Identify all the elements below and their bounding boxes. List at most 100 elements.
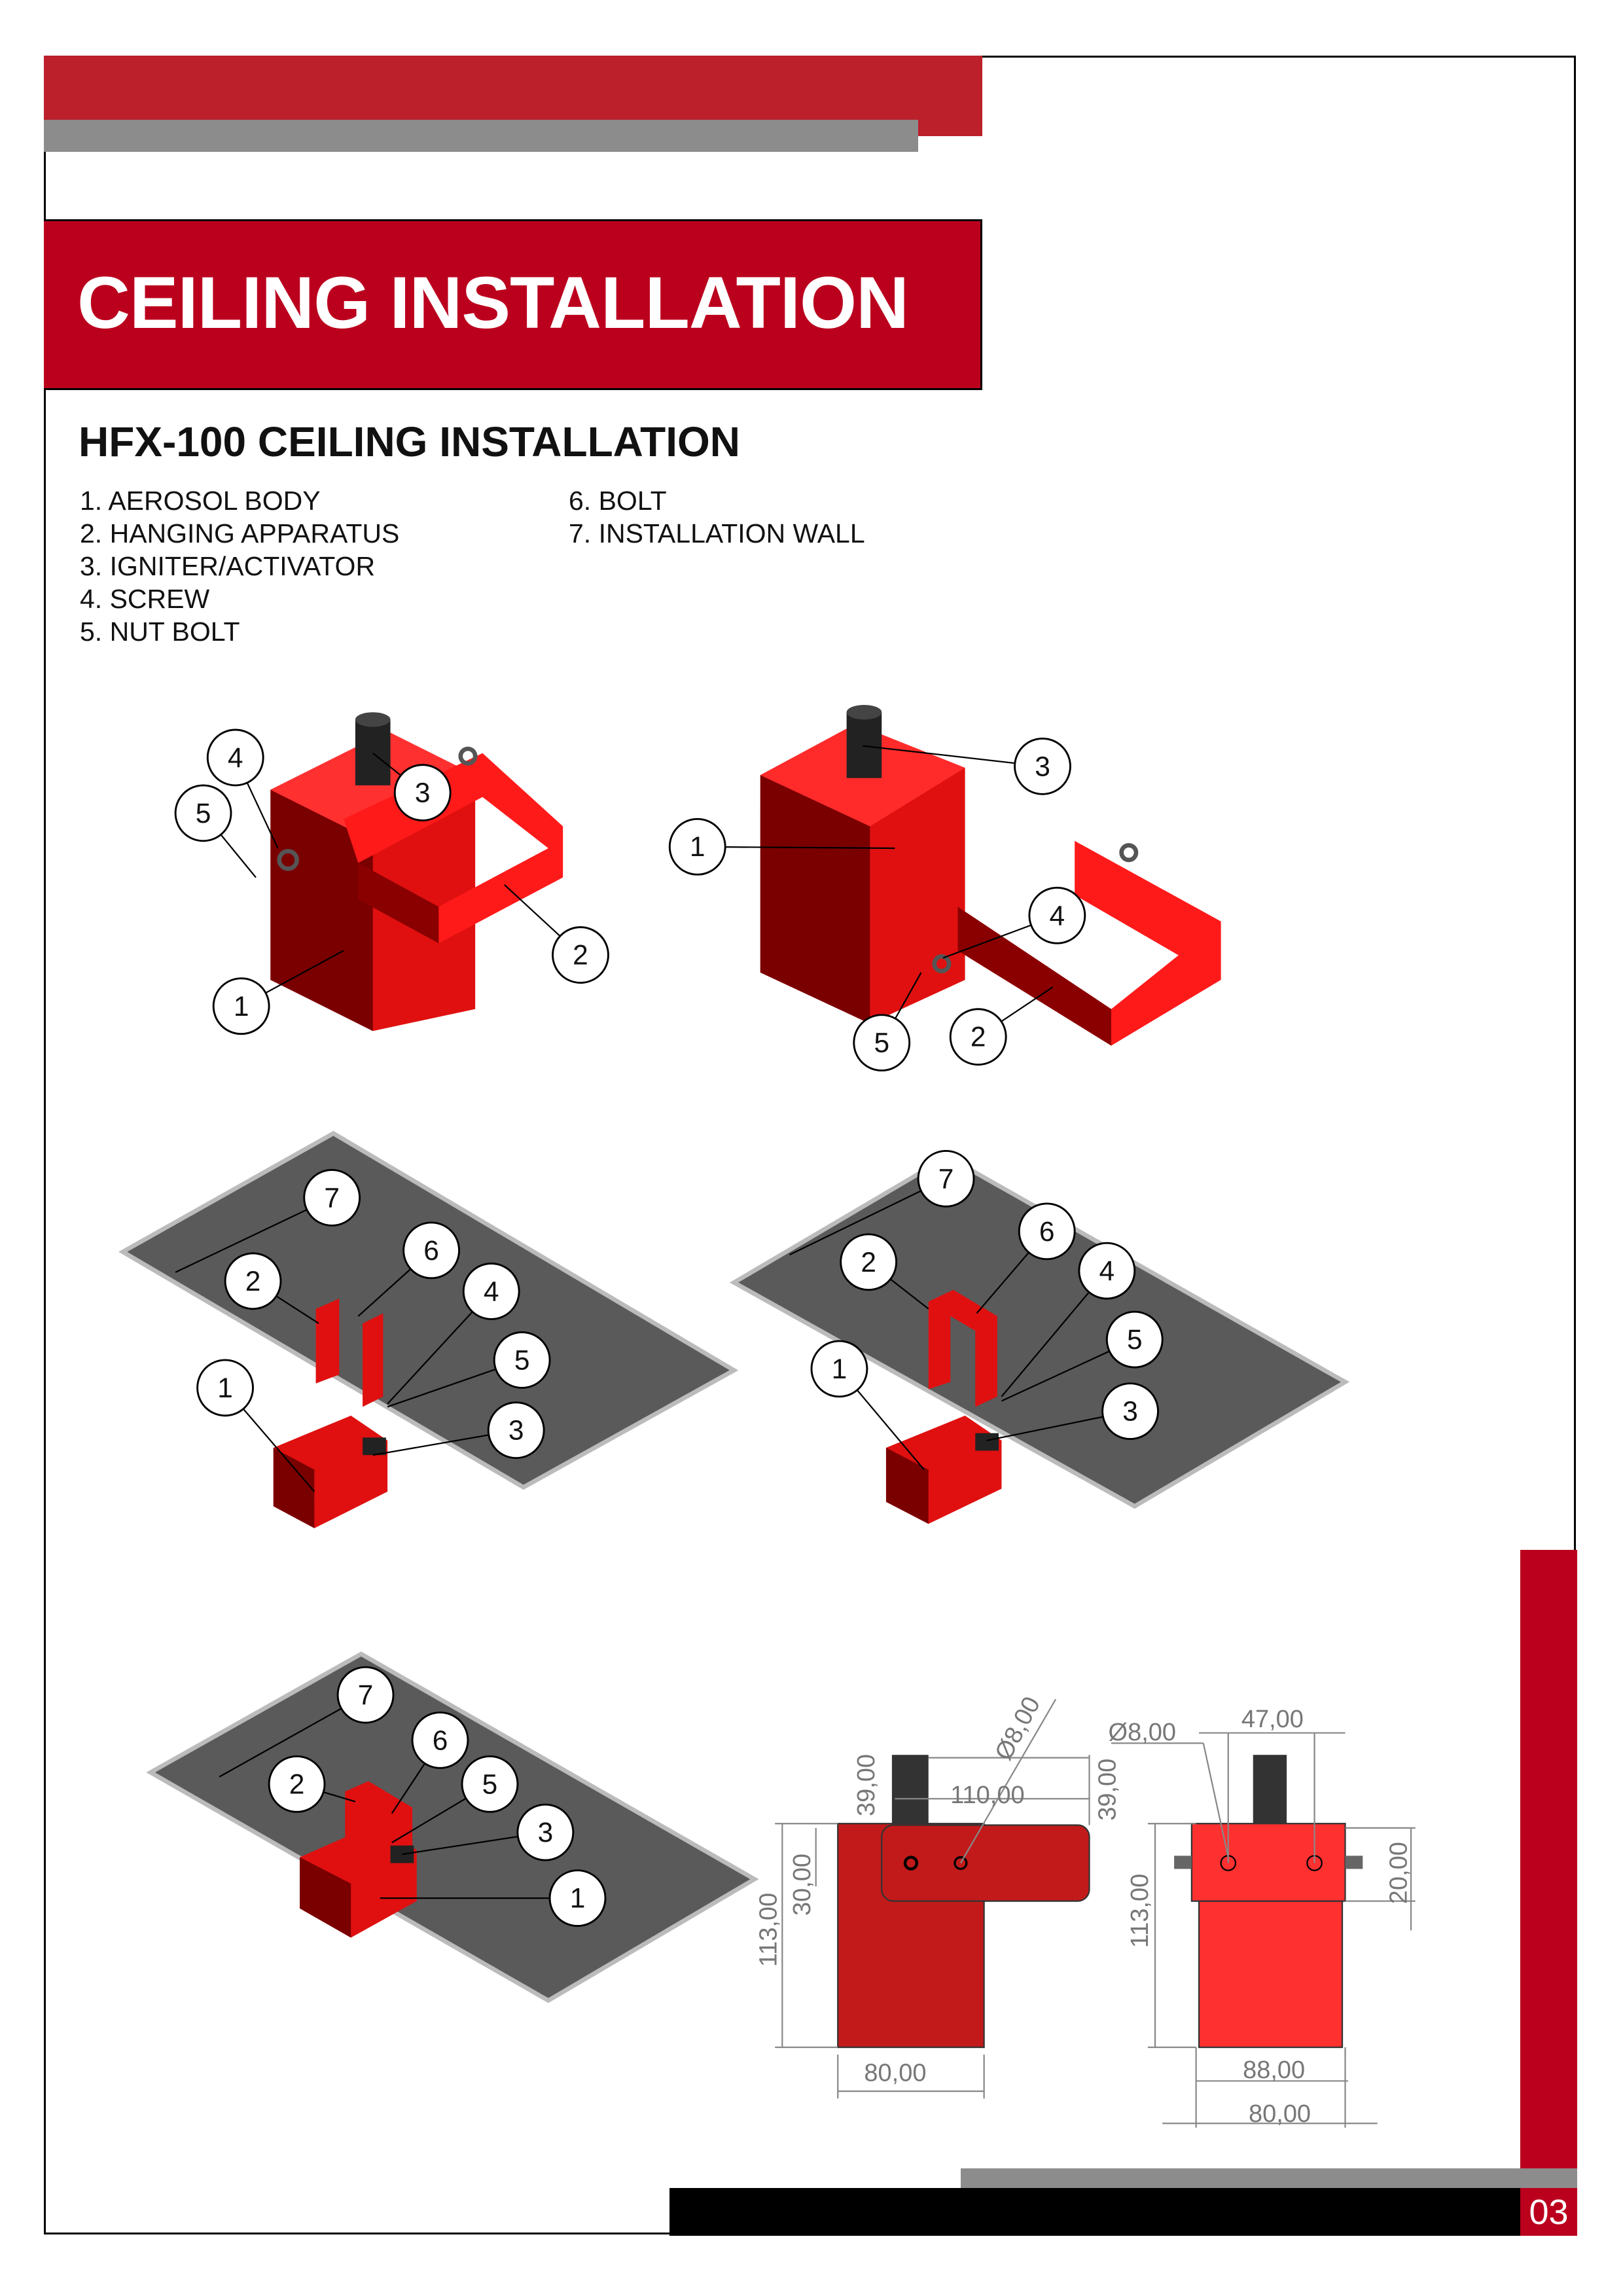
part-item: 2. HANGING APPARATUS (80, 518, 400, 548)
callout-circle (1105, 1310, 1164, 1369)
ceiling-view-1-illustration (118, 1130, 739, 1528)
callout-number: 1 (690, 831, 705, 862)
callout-circle (1078, 1242, 1136, 1300)
dim-label: 110,00 (950, 1782, 1024, 1809)
dim-label: 113,00 (1126, 1874, 1154, 1948)
dim-label: 47,00 (1241, 1706, 1304, 1733)
part-item: 6. BOLT (569, 486, 667, 516)
dim-label: 88,00 (1243, 2056, 1305, 2084)
igniter-cylinder (846, 712, 882, 778)
callout-circle (548, 1869, 607, 1928)
callout-circle (212, 977, 270, 1035)
callout-number: 4 (1099, 1255, 1115, 1286)
dim-label: 30,00 (789, 1854, 816, 1916)
callout-ceiling-view-3: 7 (219, 1666, 395, 1778)
callout-number: 3 (508, 1415, 524, 1446)
callout-circle (810, 1340, 868, 1398)
callout-number: 2 (861, 1247, 876, 1278)
callout-number: 1 (832, 1354, 847, 1384)
page-number: 03 (1529, 2193, 1569, 2232)
callout-ceiling-view-1: 2 (224, 1252, 319, 1325)
callout-number: 5 (1127, 1324, 1143, 1355)
callout-exploded-view-2: 4 (942, 886, 1086, 959)
ceiling-view-3-illustration (146, 1651, 759, 2003)
callout-circle (1014, 737, 1071, 795)
callout-ceiling-view-1: 3 (372, 1401, 545, 1460)
callout-circle (268, 1755, 326, 1813)
callout-exploded-view-2: 2 (949, 986, 1054, 1066)
callout-number: 3 (1035, 751, 1050, 781)
callout-exploded-view-1: 3 (372, 752, 452, 821)
exploded-view-2-illustration (760, 705, 1221, 1046)
callout-circle (949, 1008, 1007, 1066)
callout-number: 6 (1039, 1216, 1055, 1247)
callout-number: 6 (423, 1235, 439, 1266)
callout-exploded-view-1: 2 (504, 884, 609, 984)
callout-circle (493, 1331, 551, 1389)
callout-leader (863, 745, 1043, 767)
footer-gray-bar (961, 2168, 1577, 2188)
callout-circle (462, 1263, 520, 1320)
callout-ceiling-view-1: 6 (357, 1221, 461, 1317)
dim-label: 20,00 (1385, 1842, 1412, 1904)
callout-circle (303, 1169, 361, 1227)
callout-number: 5 (482, 1768, 498, 1799)
callout-circle (206, 728, 264, 787)
page-title: CEILING INSTALLATION (77, 262, 909, 344)
callout-circle (393, 764, 452, 821)
callout-ceiling-view-2: 1 (810, 1340, 925, 1471)
footer-black-bar (669, 2188, 1520, 2236)
callout-circle (552, 926, 609, 984)
dim-label: 80,00 (864, 2059, 926, 2087)
callout-ceiling-view-1: 1 (196, 1359, 315, 1492)
part-item: 3. IGNITER/ACTIVATOR (80, 551, 376, 581)
callout-circle (840, 1233, 898, 1291)
front-view-drawing: Ø8,00 47,00 20,00 113,00 88,00 80,00 (1109, 1706, 1416, 2128)
callout-ceiling-view-1: 4 (387, 1263, 520, 1405)
callout-ceiling-view-3: 6 (391, 1711, 469, 1814)
callout-exploded-view-1: 5 (174, 784, 257, 878)
callout-number: 3 (1122, 1396, 1138, 1427)
dim-label: 39,00 (853, 1754, 880, 1816)
callout-circle (174, 784, 232, 842)
callout-exploded-view-1: 1 (212, 950, 344, 1035)
callout-circle (917, 1150, 975, 1208)
igniter-cylinder (355, 719, 391, 785)
callout-ceiling-view-1: 5 (387, 1331, 551, 1408)
callout-ceiling-view-3: 2 (268, 1755, 356, 1813)
callout-circle (411, 1711, 469, 1769)
callout-circle (196, 1359, 254, 1417)
callout-number: 3 (415, 778, 431, 808)
callout-number: 3 (538, 1817, 554, 1848)
callout-number: 7 (324, 1182, 340, 1213)
callout-circle (224, 1252, 282, 1310)
callout-exploded-view-1: 4 (206, 728, 279, 849)
exploded-view-1-illustration (270, 712, 563, 1031)
side-red-bar (1520, 1550, 1577, 2236)
callout-number: 6 (433, 1725, 448, 1755)
callout-circle (487, 1401, 545, 1460)
callout-number: 5 (874, 1028, 889, 1058)
callout-number: 4 (484, 1276, 499, 1306)
callout-number: 5 (514, 1344, 530, 1375)
page-number-box (1520, 2188, 1577, 2236)
callout-number: 1 (570, 1883, 586, 1914)
header-gray-bar (44, 120, 918, 152)
callout-leader (175, 1196, 332, 1273)
callout-circle (336, 1666, 395, 1724)
callout-ceiling-view-1: 7 (175, 1169, 361, 1273)
callout-circle (461, 1755, 519, 1813)
part-item: 5. NUT BOLT (80, 617, 240, 647)
callout-ceiling-view-2: 3 (986, 1382, 1159, 1441)
section-subtitle: HFX-100 CEILING INSTALLATION (79, 418, 740, 465)
part-item: 1. AEROSOL BODY (80, 486, 321, 516)
callout-number: 1 (234, 991, 249, 1022)
dim-label: 39,00 (1094, 1759, 1122, 1821)
callout-circle (853, 1014, 911, 1072)
callout-ceiling-view-2: 4 (1001, 1242, 1136, 1397)
callout-leader (697, 846, 895, 850)
dim-label: 113,00 (755, 1893, 782, 1967)
callout-ceiling-view-2: 2 (840, 1233, 929, 1310)
callout-exploded-view-2: 1 (668, 817, 895, 876)
